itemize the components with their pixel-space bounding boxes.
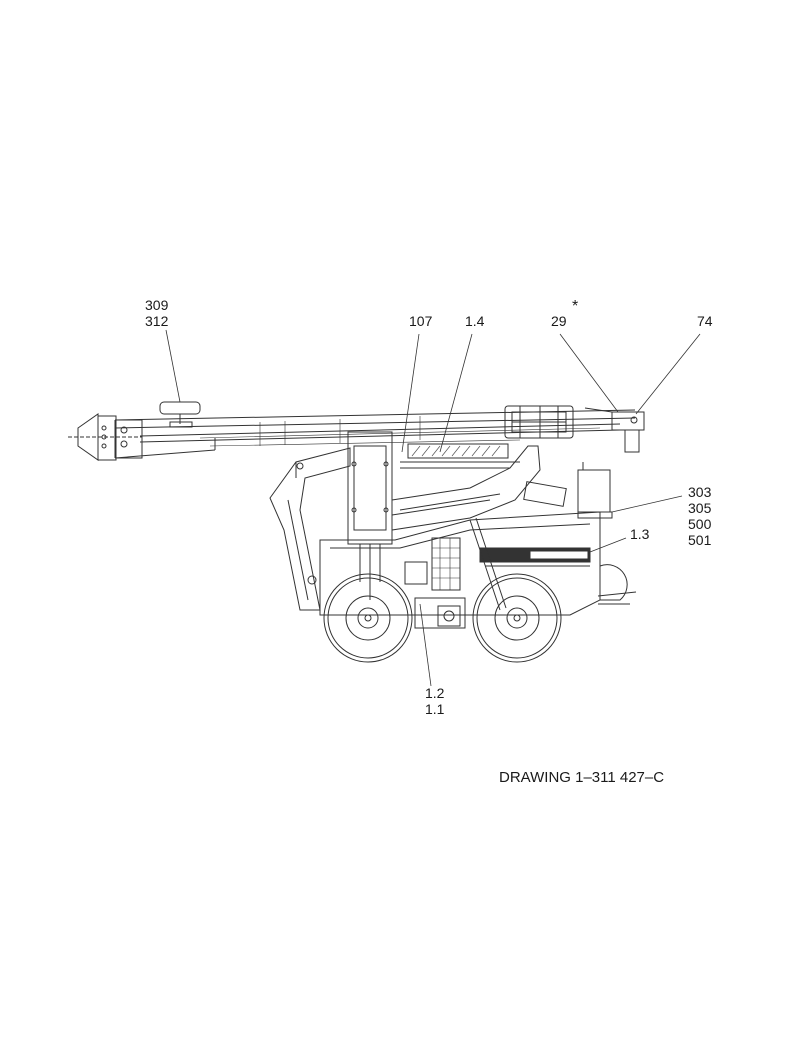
callout-74: 74 [697, 313, 713, 329]
leader-lines [165, 329, 701, 687]
boom-cylinder [400, 443, 520, 469]
callout-303: 303 [688, 484, 712, 500]
carrier-body [319, 462, 637, 629]
callout-501: 501 [688, 532, 712, 548]
callout-309: 309 [145, 297, 169, 313]
rear-strut [269, 447, 351, 611]
callout-1-3: 1.3 [630, 526, 650, 542]
callout-1-1: 1.1 [425, 701, 445, 717]
callout-29: 29 [551, 313, 567, 329]
lift-arm [391, 445, 541, 531]
callout-1-4: 1.4 [465, 313, 485, 329]
front-wheel [472, 573, 562, 663]
callout-1-2: 1.2 [425, 685, 445, 701]
feed-carriage [504, 405, 645, 453]
callout-312: 312 [145, 313, 169, 329]
boom [114, 409, 636, 459]
column [347, 431, 393, 600]
drawing-caption: DRAWING 1–311 427–C [499, 769, 665, 786]
rear-wheel [323, 573, 413, 663]
callout-asterisk: * [572, 298, 579, 315]
callout-305: 305 [688, 500, 712, 516]
callout-500: 500 [688, 516, 712, 532]
drill-head [68, 401, 201, 461]
callout-107: 107 [409, 313, 433, 329]
